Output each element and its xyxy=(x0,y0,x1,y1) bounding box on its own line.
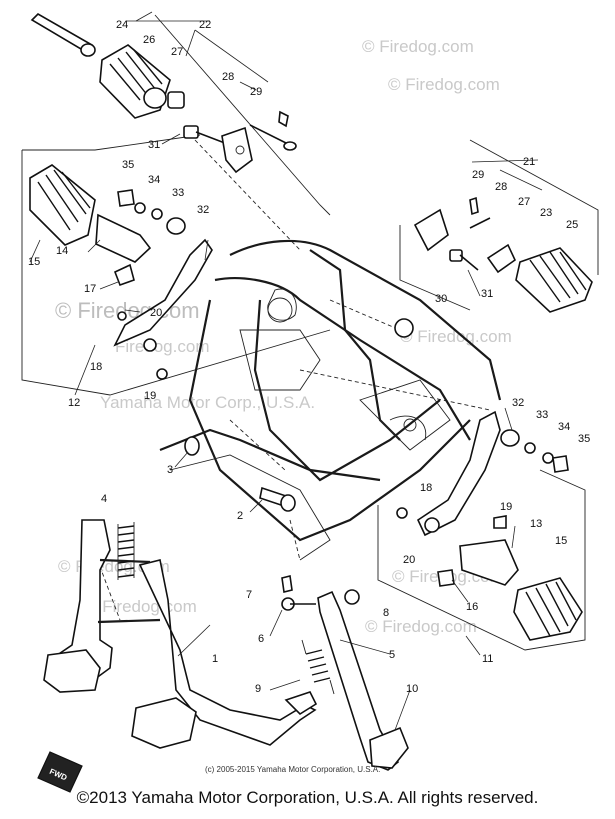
part-label-35-right[interactable]: 35 xyxy=(578,433,590,445)
plate-27 xyxy=(167,91,185,109)
side-stand xyxy=(281,575,409,771)
fwd-indicator: FWD xyxy=(37,751,83,793)
part-label-34-right[interactable]: 34 xyxy=(558,421,570,433)
part-label-30[interactable]: 30 xyxy=(435,293,447,305)
part-label-12[interactable]: 12 xyxy=(68,397,80,409)
part-label-3[interactable]: 3 xyxy=(167,464,173,476)
part-label-32-right[interactable]: 32 xyxy=(512,397,524,409)
part-label-19-left[interactable]: 19 xyxy=(144,390,156,402)
footrest-rubber-15-left xyxy=(29,164,96,246)
footrest-13 xyxy=(459,539,519,586)
part-label-19-right[interactable]: 19 xyxy=(500,501,512,513)
part-label-32-left[interactable]: 32 xyxy=(197,204,209,216)
bracket-21 xyxy=(413,208,449,252)
watermark-bottom-right-2: © Firedog.com xyxy=(365,617,477,636)
spring-9 xyxy=(301,639,335,695)
part-label-21[interactable]: 21 xyxy=(523,156,535,168)
right-footrest-group xyxy=(396,410,583,641)
watermark-bottom-left-2: © Firedog.com xyxy=(85,597,197,616)
bracket-22 xyxy=(221,126,253,174)
leader-lines xyxy=(29,11,543,731)
part-label-20-left[interactable]: 20 xyxy=(150,307,162,319)
part-label-8[interactable]: 8 xyxy=(383,607,389,619)
watermark-corp: Yamaha Motor Corp., U.S.A. xyxy=(100,393,315,412)
part-label-11[interactable]: 11 xyxy=(482,653,493,665)
part-label-28-top[interactable]: 28 xyxy=(222,71,234,83)
part-label-35-left[interactable]: 35 xyxy=(122,159,134,171)
part-label-10[interactable]: 10 xyxy=(406,683,418,695)
arm-18-right xyxy=(416,410,501,537)
part-label-33-left[interactable]: 33 xyxy=(172,187,184,199)
part-label-25[interactable]: 25 xyxy=(566,219,578,231)
arm-18-left xyxy=(113,238,213,347)
footrest-14 xyxy=(95,213,152,263)
part-label-27-right[interactable]: 27 xyxy=(518,196,530,208)
motorcycle-frame xyxy=(159,239,502,561)
part-label-16[interactable]: 16 xyxy=(466,601,478,613)
fwd-arrow-icon xyxy=(37,751,83,793)
part-label-1[interactable]: 1 xyxy=(212,653,218,665)
part-label-33-right[interactable]: 33 xyxy=(536,409,548,421)
part-label-20-right[interactable]: 20 xyxy=(403,554,415,566)
part-label-7[interactable]: 7 xyxy=(246,589,252,601)
part-label-26[interactable]: 26 xyxy=(143,34,155,46)
part-label-31-right[interactable]: 31 xyxy=(481,288,493,300)
part-label-24[interactable]: 24 xyxy=(116,19,128,31)
front-footrest-bracket-group xyxy=(30,13,297,174)
part-label-15-left[interactable]: 15 xyxy=(28,256,40,268)
part-label-5[interactable]: 5 xyxy=(389,649,395,661)
spring-4 xyxy=(117,522,135,580)
part-label-23[interactable]: 23 xyxy=(540,207,552,219)
diagram-credit: (c) 2005-2015 Yamaha Motor Corporation, … xyxy=(205,765,381,774)
part-label-22[interactable]: 22 xyxy=(199,19,211,31)
part-label-6[interactable]: 6 xyxy=(258,633,264,645)
watermark-left-2: Firedog.com xyxy=(115,337,209,356)
watermark-top-right: © Firedog.com xyxy=(362,37,474,56)
part-label-4[interactable]: 4 xyxy=(101,493,107,505)
watermark-mid-right: © Firedog.com xyxy=(400,327,512,346)
part-label-2[interactable]: 2 xyxy=(237,510,243,522)
part-label-9[interactable]: 9 xyxy=(255,683,261,695)
part-label-34-left[interactable]: 34 xyxy=(148,174,160,186)
part-label-28-right[interactable]: 28 xyxy=(495,181,507,193)
part-label-29-right[interactable]: 29 xyxy=(472,169,484,181)
copyright-notice: ©2013 Yamaha Motor Corporation, U.S.A. A… xyxy=(76,788,539,807)
group-outlines xyxy=(21,14,599,651)
footrest-rubber-25 xyxy=(515,247,593,313)
part-label-14[interactable]: 14 xyxy=(56,245,68,257)
part-label-18-left[interactable]: 18 xyxy=(90,361,102,373)
part-label-17[interactable]: 17 xyxy=(84,283,96,295)
watermark-top-right-2: © Firedog.com xyxy=(388,75,500,94)
part-label-13[interactable]: 13 xyxy=(530,518,542,530)
part-label-31-top[interactable]: 31 xyxy=(148,139,160,151)
part-label-29-top[interactable]: 29 xyxy=(250,86,262,98)
part-label-15-right[interactable]: 15 xyxy=(555,535,567,547)
main-stand xyxy=(43,486,318,749)
rear-right-bracket-group xyxy=(394,196,593,338)
part-labels: 1 1 2 3 4 5 6 7 8 9 10 11 12 13 14 15 15… xyxy=(28,19,590,695)
part-label-27-top[interactable]: 27 xyxy=(171,46,183,58)
part-label-18-right[interactable]: 18 xyxy=(420,482,432,494)
left-footrest-group xyxy=(29,164,213,456)
